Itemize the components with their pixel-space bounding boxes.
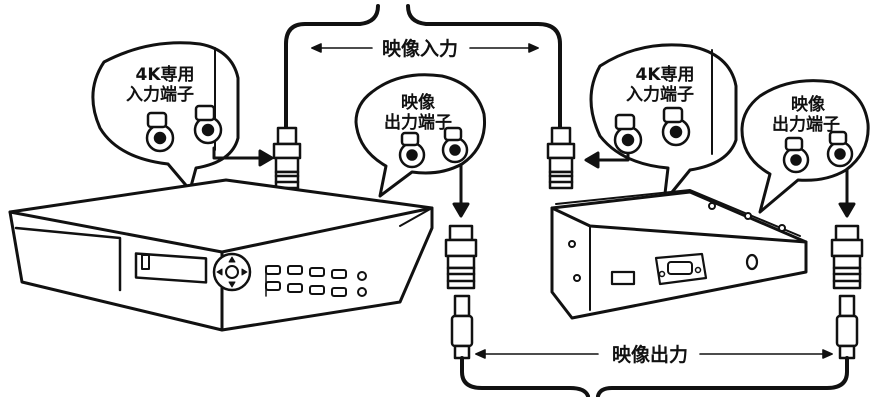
rca-plug-right xyxy=(835,294,859,360)
bottom-cable xyxy=(460,356,849,398)
bnc-plug-left xyxy=(272,126,302,190)
bnc-socket-icon xyxy=(613,106,691,155)
bnc-socket-icon xyxy=(145,104,223,153)
bnc-plug-left-output xyxy=(444,224,478,290)
bubble-out-right-line1: 映像 xyxy=(791,94,826,115)
bubble-4k-input-left: 4K専用 入力端子 xyxy=(91,41,240,192)
bubble-4k-right-line2: 入力端子 xyxy=(626,84,694,105)
arrow-icon xyxy=(452,164,470,218)
bubble-out-left-line1: 映像 xyxy=(401,92,436,113)
converter-box xyxy=(550,189,808,320)
bnc-socket-icon xyxy=(398,126,469,169)
video-input-arrow xyxy=(311,43,539,53)
arrow-icon xyxy=(584,151,630,169)
video-input-label: 映像入力 xyxy=(382,37,458,60)
video-output-label: 映像出力 xyxy=(612,343,688,366)
recorder-device xyxy=(8,178,434,332)
bubble-4k-input-right: 4K専用 入力端子 xyxy=(589,43,738,204)
arrow-icon xyxy=(212,146,274,167)
rca-plug-left xyxy=(450,294,474,360)
bubble-4k-left-line1: 4K専用 xyxy=(135,65,194,85)
top-cable xyxy=(284,4,562,134)
bnc-plug-right xyxy=(546,126,576,190)
arrow-icon xyxy=(838,168,856,218)
bubble-4k-left-line2: 入力端子 xyxy=(126,84,194,105)
video-output-arrow xyxy=(475,349,833,359)
panel-buttons xyxy=(265,265,367,297)
bubble-4k-right-line1: 4K専用 xyxy=(635,65,694,85)
bubble-out-left-line2: 出力端子 xyxy=(384,112,452,133)
bnc-socket-icon xyxy=(782,130,854,174)
bnc-plug-right-output xyxy=(830,224,864,290)
bubble-out-right-line2: 出力端子 xyxy=(772,114,840,135)
bubble-output-left: 映像 出力端子 xyxy=(354,73,487,198)
bubble-output-right: 映像 出力端子 xyxy=(740,79,870,214)
